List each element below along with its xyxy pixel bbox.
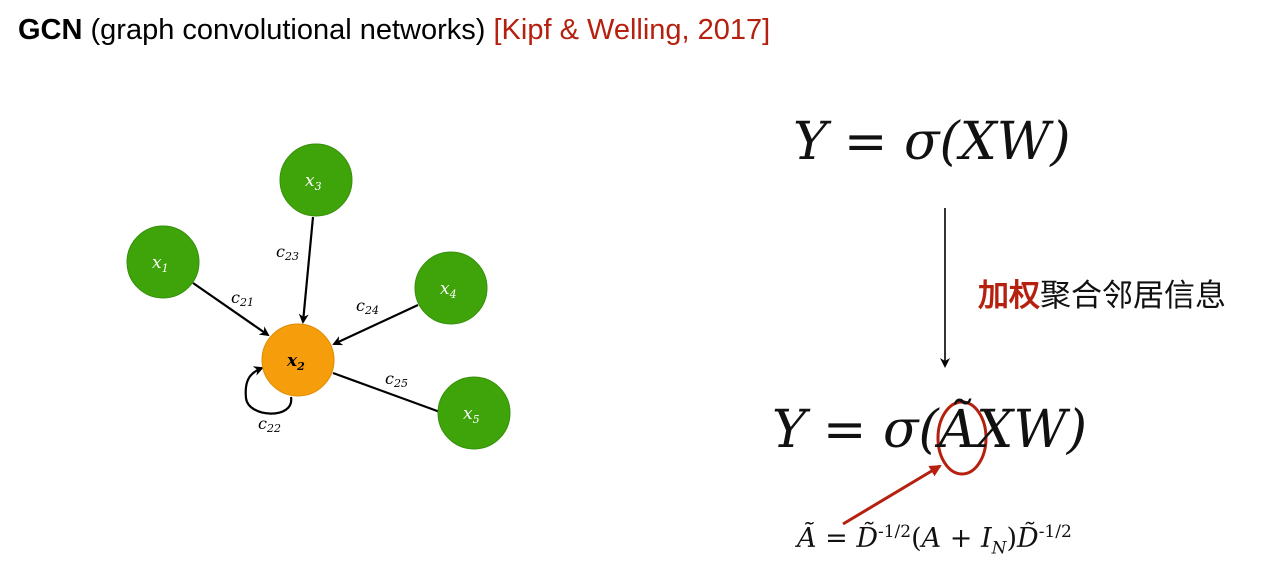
title-citation: [Kipf & Welling, 2017] <box>493 14 771 46</box>
equation-gcn: Y = σ(ÃXW) <box>772 400 1088 460</box>
annotation-arrow <box>842 464 942 526</box>
node-x3: x3 <box>279 143 353 217</box>
aggregation-label: 加权聚合邻居信息 <box>978 270 1226 315</box>
aggregation-text: 聚合邻居信息 <box>1040 278 1226 314</box>
node-x5: x5 <box>437 376 511 450</box>
title-gcn: GCN <box>18 14 83 46</box>
label-c24: c24 <box>356 296 379 317</box>
node-x1: x1 <box>126 225 200 299</box>
equation-normalized-adjacency: Ã = D̃-1/2(A + IN)D̃-1/2 <box>797 522 1072 559</box>
slide-title: GCN (graph convolutional networks) [Kipf… <box>18 14 770 47</box>
equation-basic: Y = σ(XW) <box>793 112 1071 172</box>
label-c23: c23 <box>276 242 299 263</box>
edge-c23 <box>298 216 315 324</box>
edge-c22-self-loop <box>244 366 293 415</box>
edge-c24 <box>332 304 419 346</box>
label-c21: c21 <box>231 288 254 309</box>
title-subtitle: (graph convolutional networks) <box>82 14 494 46</box>
aggregation-highlight: 加权 <box>978 278 1040 314</box>
edge-c21 <box>192 282 270 337</box>
label-c22: c22 <box>258 414 281 435</box>
label-c25: c25 <box>385 369 408 390</box>
node-x4: x4 <box>414 251 488 325</box>
edge-c25 <box>332 371 441 414</box>
highlight-circle <box>936 400 988 476</box>
node-x2: x2 <box>261 323 335 397</box>
